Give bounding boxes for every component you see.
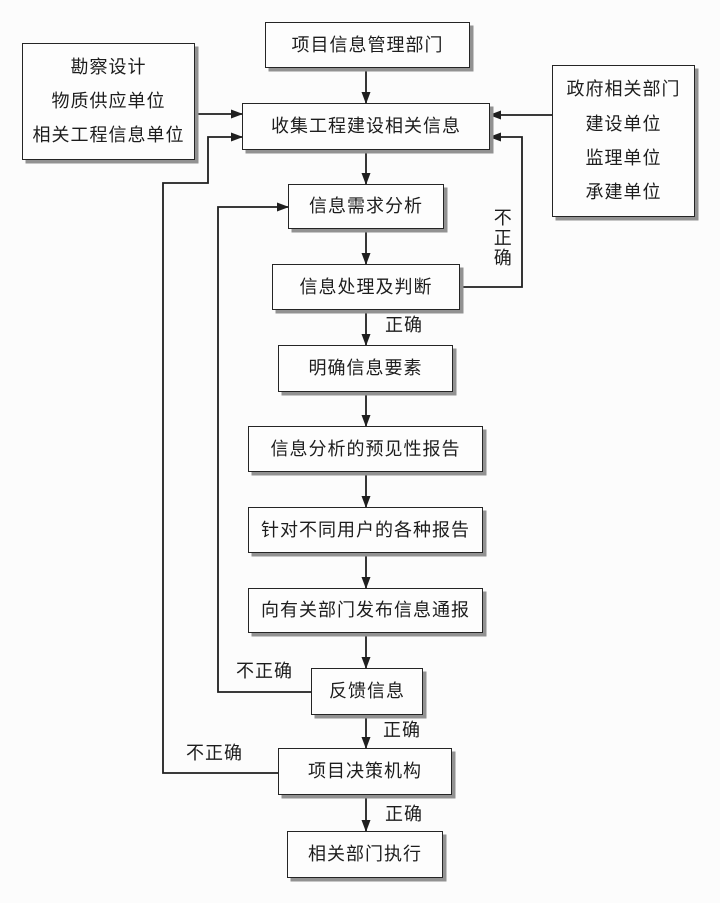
node-right-sources: 政府相关部门建设单位监理单位承建单位 [552,65,695,217]
edge-process-incorrect-loop-to-collect [460,132,523,288]
edge-label-correct-after-process: 正确 [385,315,423,335]
node-dept: 项目信息管理部门 [265,22,470,68]
edge-label-correct-after-decision: 正确 [385,804,423,824]
node-clarify-label: 明确信息要素 [308,358,423,379]
node-reports: 针对不同用户的各种报告 [248,507,483,553]
node-execute-label: 相关部门执行 [308,844,422,865]
node-collect: 收集工程建设相关信息 [242,103,490,150]
edge-decision-incorrect-loop-to-collect [162,132,278,774]
node-collect-label: 收集工程建设相关信息 [271,116,461,137]
node-right-sources-line-2: 监理单位 [585,147,662,168]
node-right-sources-line-0: 政府相关部门 [566,79,681,100]
node-process: 信息处理及判断 [272,264,460,310]
node-feedback-label: 反馈信息 [329,681,405,702]
node-notify: 向有关部门发布信息通报 [248,588,483,633]
node-decision-label: 项目决策机构 [308,761,422,782]
edges-group [162,68,552,832]
edge-label-incorrect-near-process: 不正确 [491,208,512,268]
edge-label-incorrect-near-feedback: 不正确 [236,661,293,681]
node-process-label: 信息处理及判断 [299,276,433,297]
node-foresee: 信息分析的预见性报告 [248,426,483,472]
node-demand: 信息需求分析 [288,184,444,229]
node-right-sources-line-1: 建设单位 [585,113,662,134]
node-left-sources-line-1: 物质供应单位 [51,91,166,112]
node-notify-label: 向有关部门发布信息通报 [261,600,470,621]
node-foresee-label: 信息分析的预见性报告 [270,438,461,459]
node-demand-label: 信息需求分析 [309,196,423,217]
node-clarify: 明确信息要素 [278,345,453,392]
node-right-sources-line-3: 承建单位 [585,181,662,202]
edge-label-correct-after-feedback: 正确 [383,720,421,740]
edge-label-incorrect-near-decision: 不正确 [186,743,243,763]
node-decision: 项目决策机构 [278,748,452,795]
node-left-sources-line-0: 勘察设计 [70,57,147,78]
node-left-sources: 勘察设计物质供应单位相关工程信息单位 [22,43,195,160]
node-feedback: 反馈信息 [311,668,423,715]
node-dept-label: 项目信息管理部门 [291,34,444,55]
node-left-sources-line-2: 相关工程信息单位 [32,125,185,146]
node-execute: 相关部门执行 [287,831,443,878]
edge-feedback-incorrect-loop-to-demand [217,202,311,693]
node-reports-label: 针对不同用户的各种报告 [261,519,470,540]
